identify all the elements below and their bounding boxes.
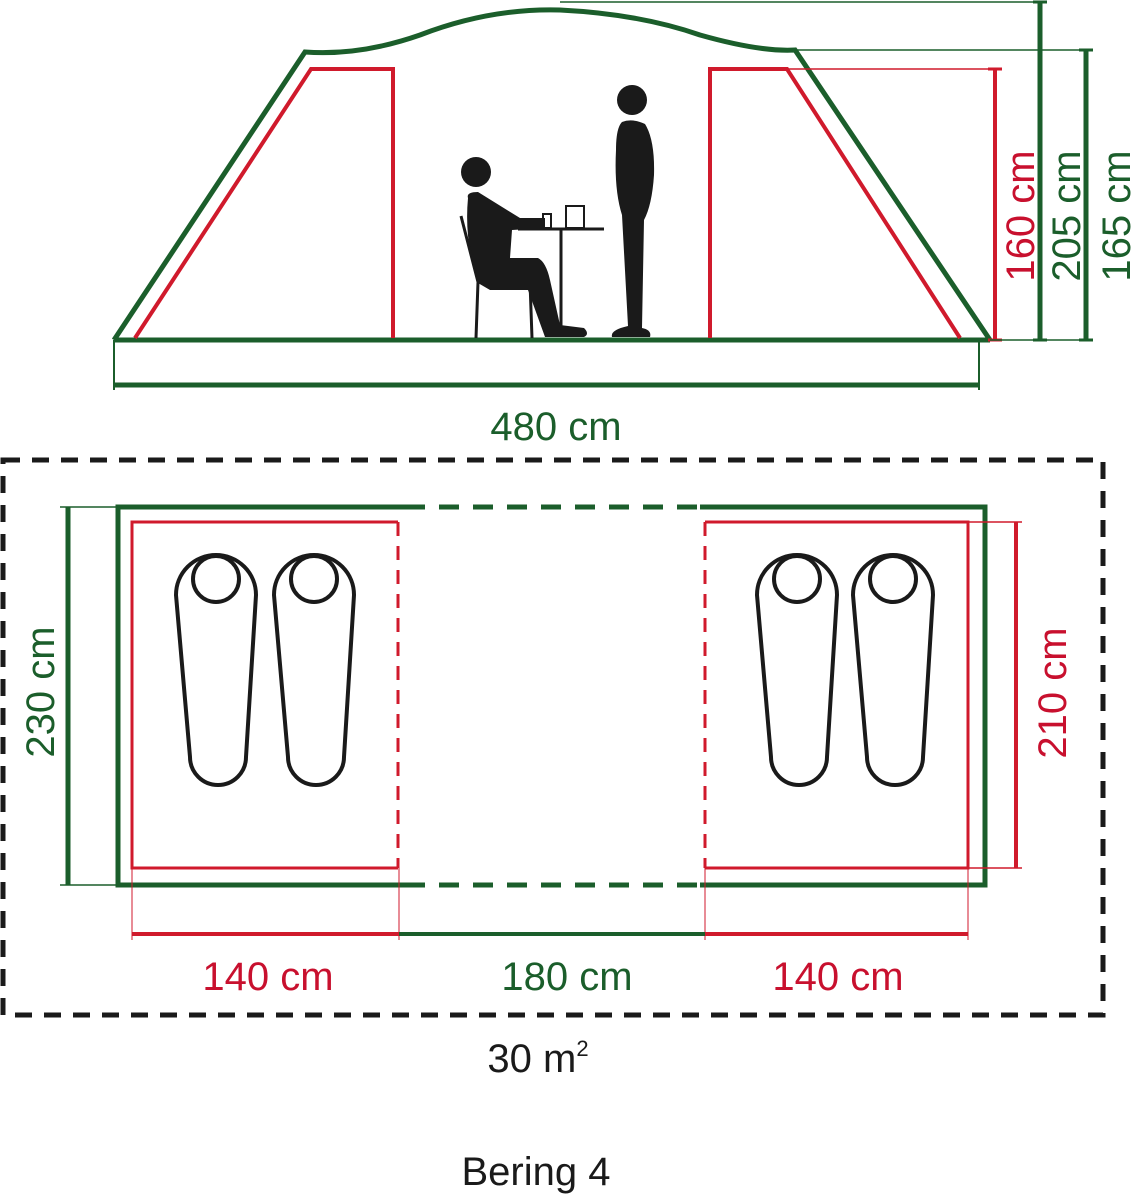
outer-tent-outline-left	[115, 504, 405, 888]
end-height-label: 165 cm	[1095, 150, 1136, 281]
side-view: 480 cm 160 cm 205 cm 165 cm	[111, 0, 1136, 449]
footprint-outline	[0, 457, 1106, 1018]
footprint-area-label: 30 m2	[487, 1036, 588, 1081]
peak-height-label: 205 cm	[1045, 150, 1089, 281]
seated-person-icon	[459, 157, 604, 339]
bedroom-right-width-label: 140 cm	[772, 955, 903, 999]
standing-person-icon	[611, 85, 655, 338]
width-label: 230 cm	[19, 626, 63, 757]
outer-tent-outline-right	[700, 504, 988, 888]
bedroom-left-outline	[130, 520, 398, 870]
sleeping-bag-icon	[754, 553, 840, 787]
bedroom-right-outline	[705, 520, 970, 870]
length-label: 480 cm	[490, 405, 621, 449]
product-title: Bering 4	[462, 1150, 611, 1194]
inner-bedroom-right-profile	[708, 67, 962, 340]
bedroom-depth-label: 210 cm	[1031, 627, 1075, 758]
outer-tent-profile	[111, 7, 993, 342]
inner-height-label: 160 cm	[999, 150, 1043, 281]
sleeping-bag-icon	[850, 553, 936, 787]
sleeping-bag-icon	[271, 553, 357, 787]
floor-plan: 230 cm 210 cm 140 cm 180 cm 140 cm 30 m2	[0, 457, 1106, 1081]
bedroom-left-width-label: 140 cm	[202, 955, 333, 999]
living-area-width-label: 180 cm	[501, 955, 632, 999]
inner-bedroom-left-profile	[133, 67, 395, 340]
sleeping-bag-icon	[173, 553, 259, 787]
